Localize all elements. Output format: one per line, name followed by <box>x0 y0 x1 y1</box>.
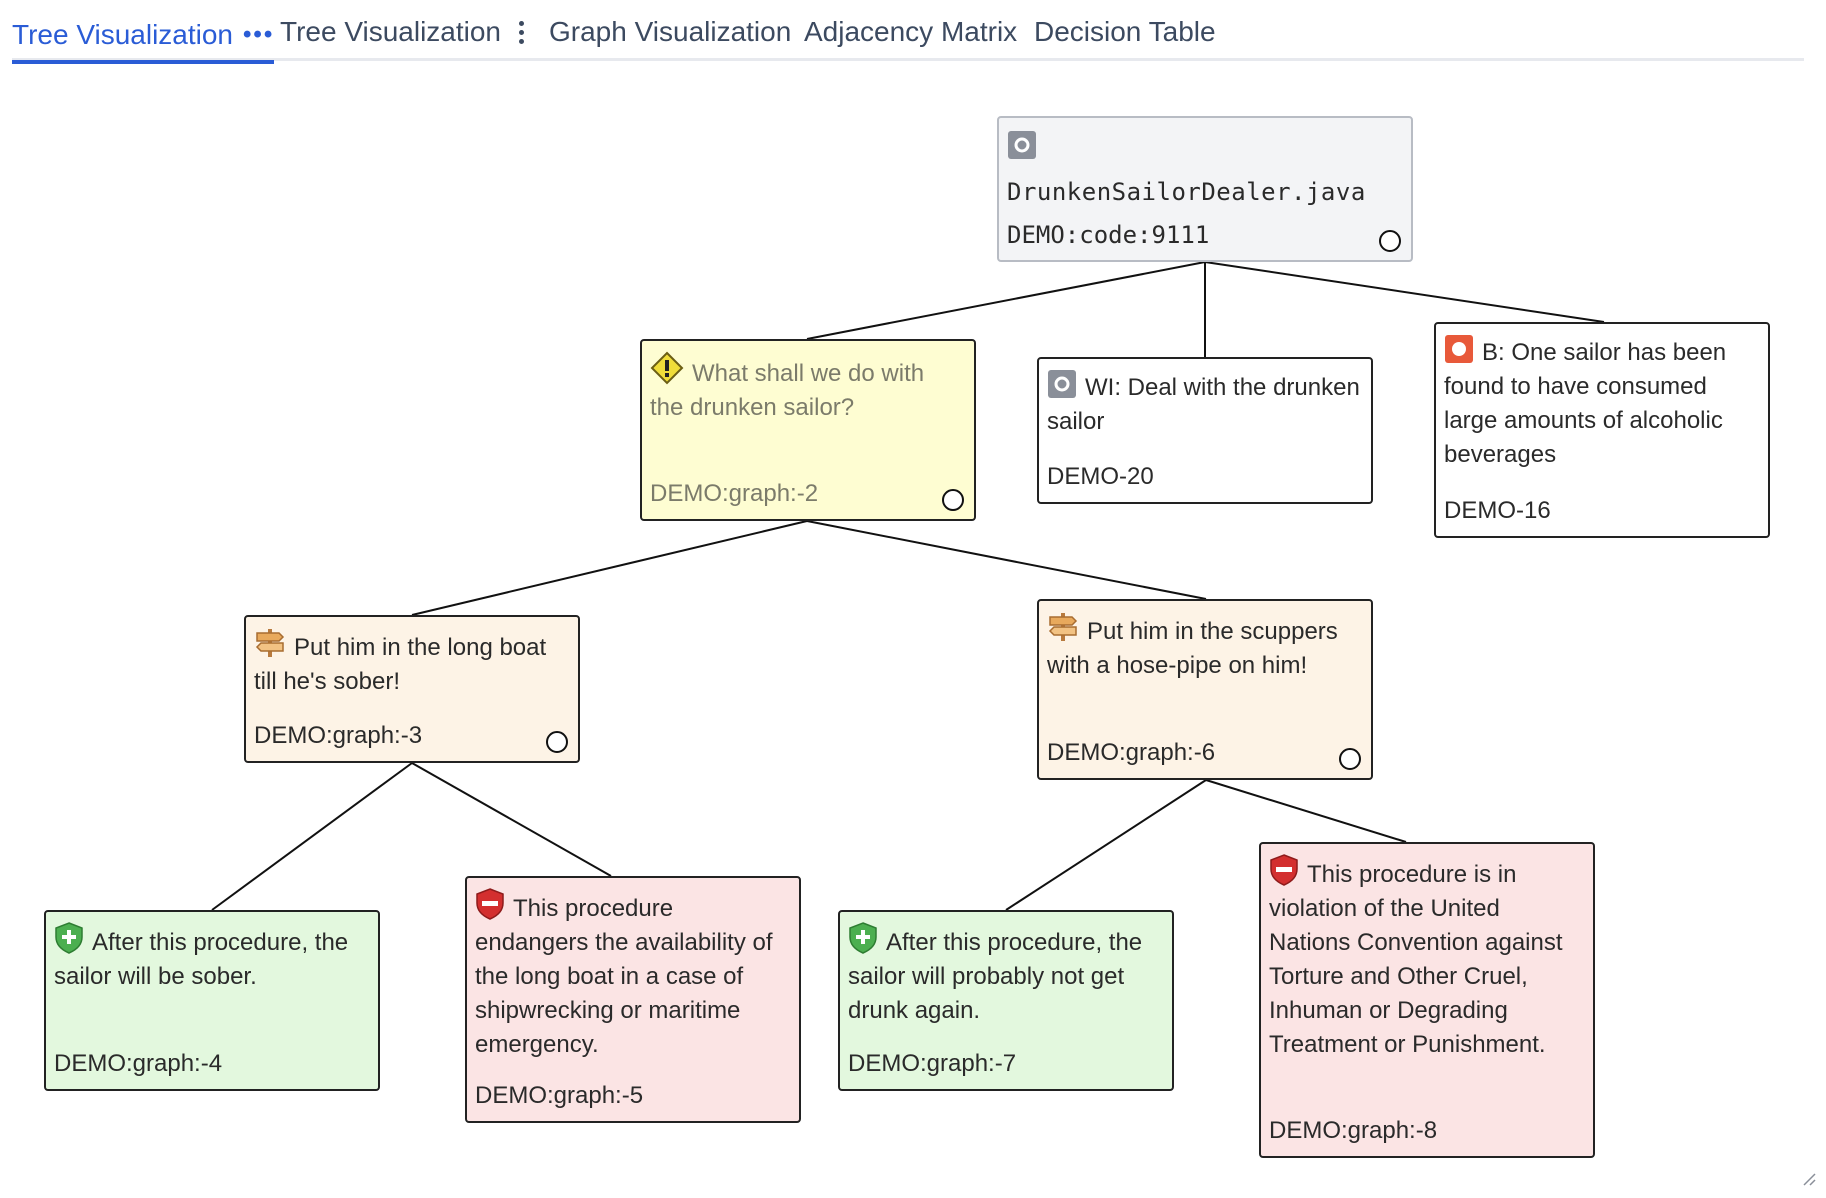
node-id: DEMO:graph:-6 <box>1047 739 1216 766</box>
edge-root-question <box>806 261 1206 340</box>
node-title-row: This procedure is in violation of the Un… <box>1269 854 1583 1062</box>
edge-question-scuppers <box>806 520 1207 600</box>
node-title: This procedure endangers the availabilit… <box>475 895 773 1058</box>
node-title-row: After this procedure, the sailor will pr… <box>848 922 1162 1028</box>
node-title-row: B: One sailor has been found to have con… <box>1444 334 1758 472</box>
node-title-row: WI: Deal with the drunken sailor <box>1047 369 1361 439</box>
node-id: DEMO:code:9111 <box>1007 221 1210 249</box>
bug-icon <box>1445 335 1473 363</box>
node-title: After this procedure, the sailor will pr… <box>848 929 1143 1024</box>
node-title: WI: Deal with the drunken sailor <box>1047 374 1360 435</box>
node-con-longboat[interactable]: This procedure endangers the availabilit… <box>465 876 801 1123</box>
node-id: DEMO:graph:-2 <box>650 480 819 507</box>
shield-plus-icon <box>849 922 877 954</box>
node-title-row: Put him in the long boat till he's sober… <box>254 627 568 699</box>
node-option-scuppers[interactable]: Put him in the scuppers with a hose-pipe… <box>1037 599 1373 780</box>
warning-diamond-icon <box>650 351 684 385</box>
tab-adjacency-matrix[interactable]: Adjacency Matrix <box>804 10 1017 54</box>
shield-minus-icon <box>476 888 504 920</box>
node-title: This procedure is in violation of the Un… <box>1269 861 1563 1058</box>
kebab-menu-icon[interactable] <box>519 20 525 44</box>
node-id: DEMO:graph:-5 <box>475 1082 644 1109</box>
node-pro-sober[interactable]: After this procedure, the sailor will be… <box>44 910 380 1091</box>
edge-root-bug <box>1204 261 1605 323</box>
node-title: Put him in the long boat till he's sober… <box>254 634 547 695</box>
node-title: Put him in the scuppers with a hose-pipe… <box>1047 618 1338 679</box>
node-id: DEMO:graph:-4 <box>54 1050 223 1077</box>
code-element-icon <box>1008 131 1036 159</box>
node-code-root[interactable]: DrunkenSailorDealer.java DEMO:code:9111 <box>997 116 1413 262</box>
tab-tree-visualization-active[interactable]: Tree Visualization ••• <box>12 10 275 64</box>
node-id: DEMO:graph:-8 <box>1269 1117 1438 1144</box>
node-bug[interactable]: B: One sailor has been found to have con… <box>1434 322 1770 538</box>
work-item-icon <box>1048 370 1076 398</box>
tab-decision-table[interactable]: Decision Table <box>1034 10 1216 54</box>
node-id: DEMO:graph:-7 <box>848 1050 1017 1077</box>
node-con-torture[interactable]: This procedure is in violation of the Un… <box>1259 842 1595 1158</box>
node-title-row: What shall we do with the drunken sailor… <box>650 351 964 425</box>
node-option-longboat[interactable]: Put him in the long boat till he's sober… <box>244 615 580 763</box>
tab-label: Tree Visualization <box>12 19 234 50</box>
signpost-icon <box>255 629 285 657</box>
node-title: After this procedure, the sailor will be… <box>54 929 349 990</box>
edge-longboat-pro <box>211 762 413 911</box>
tab-label: Graph Visualization <box>549 16 792 47</box>
node-id: DEMO-20 <box>1047 463 1154 490</box>
node-title: What shall we do with the drunken sailor… <box>650 360 925 421</box>
node-title-row: This procedure endangers the availabilit… <box>475 888 789 1062</box>
node-title-row: Put him in the scuppers with a hose-pipe… <box>1047 611 1361 683</box>
tab-label: Adjacency Matrix <box>804 16 1018 47</box>
resize-grip-icon[interactable] <box>1802 1172 1816 1186</box>
signpost-icon <box>1048 613 1078 641</box>
node-question[interactable]: What shall we do with the drunken sailor… <box>640 339 976 521</box>
shield-minus-icon <box>1270 854 1298 886</box>
edge-scuppers-con <box>1205 779 1407 843</box>
expand-ring-icon[interactable] <box>1379 230 1401 252</box>
tab-tree-visualization[interactable]: Tree Visualization <box>280 10 525 54</box>
node-id: DEMO-16 <box>1444 497 1551 524</box>
edge-longboat-con <box>411 762 612 877</box>
more-dots-icon[interactable]: ••• <box>243 21 275 48</box>
tab-graph-visualization[interactable]: Graph Visualization <box>549 10 791 54</box>
node-pro-notdrunk[interactable]: After this procedure, the sailor will pr… <box>838 910 1174 1091</box>
node-title: DrunkenSailorDealer.java <box>1007 178 1366 206</box>
node-work-item[interactable]: WI: Deal with the drunken sailor DEMO-20 <box>1037 357 1373 504</box>
node-title: B: One sailor has been found to have con… <box>1444 339 1727 468</box>
tab-label: Decision Table <box>1034 16 1216 47</box>
expand-ring-icon[interactable] <box>942 489 964 511</box>
node-title-row: After this procedure, the sailor will be… <box>54 922 368 994</box>
shield-plus-icon <box>55 922 83 954</box>
edge-scuppers-pro <box>1005 779 1207 911</box>
expand-ring-icon[interactable] <box>1339 748 1361 770</box>
node-id: DEMO:graph:-3 <box>254 722 423 749</box>
expand-ring-icon[interactable] <box>546 731 568 753</box>
tab-label: Tree Visualization <box>280 16 502 47</box>
tab-bar: Tree Visualization ••• Tree Visualizatio… <box>12 0 1804 64</box>
edge-question-longboat <box>411 520 808 616</box>
